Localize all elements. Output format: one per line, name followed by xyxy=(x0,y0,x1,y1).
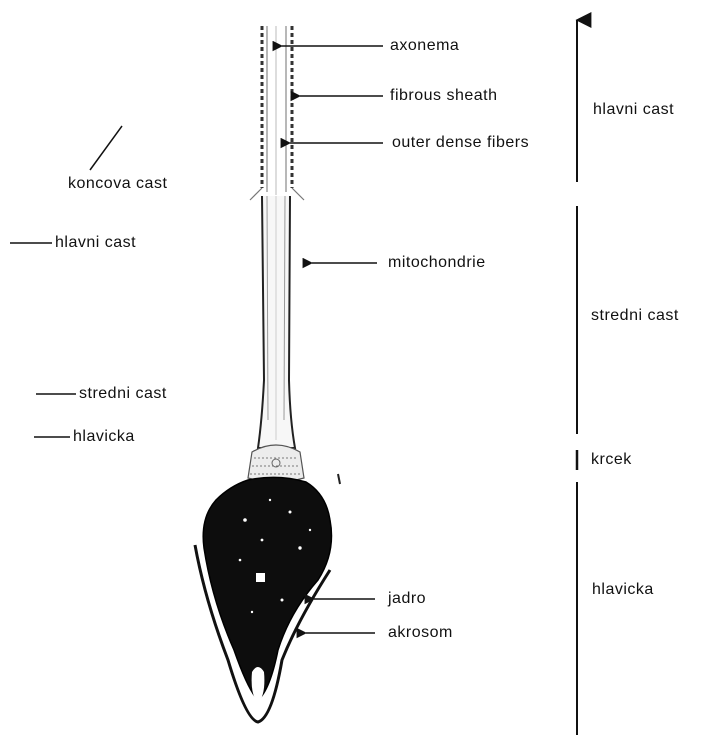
left-label-hlavicka: hlavicka xyxy=(73,428,135,446)
label-jadro: jadro xyxy=(388,590,426,608)
label-mitochondrie: mitochondrie xyxy=(388,254,486,272)
region-label-stredni-cast: stredni cast xyxy=(591,307,679,325)
label-fibrous-sheath: fibrous sheath xyxy=(390,87,498,105)
tail-midpiece xyxy=(258,196,295,448)
stray-mark xyxy=(338,474,340,484)
left-label-koncova-cast: koncova cast xyxy=(68,175,167,193)
region-label-hlavicka: hlavicka xyxy=(592,581,654,599)
label-axonema: axonema xyxy=(390,37,459,55)
region-label-krcek: krcek xyxy=(591,451,632,469)
label-akrosom: akrosom xyxy=(388,624,453,642)
neck-connecting-piece xyxy=(248,445,304,482)
left-label-stredni-cast: stredni cast xyxy=(79,385,167,403)
tail-principal-piece xyxy=(250,26,304,200)
label-outer-dense-fibers: outer dense fibers xyxy=(392,134,529,152)
sperm-head xyxy=(195,477,332,722)
left-label-hlavni-cast: hlavni cast xyxy=(55,234,136,252)
region-label-hlavni-cast: hlavni cast xyxy=(593,101,674,119)
